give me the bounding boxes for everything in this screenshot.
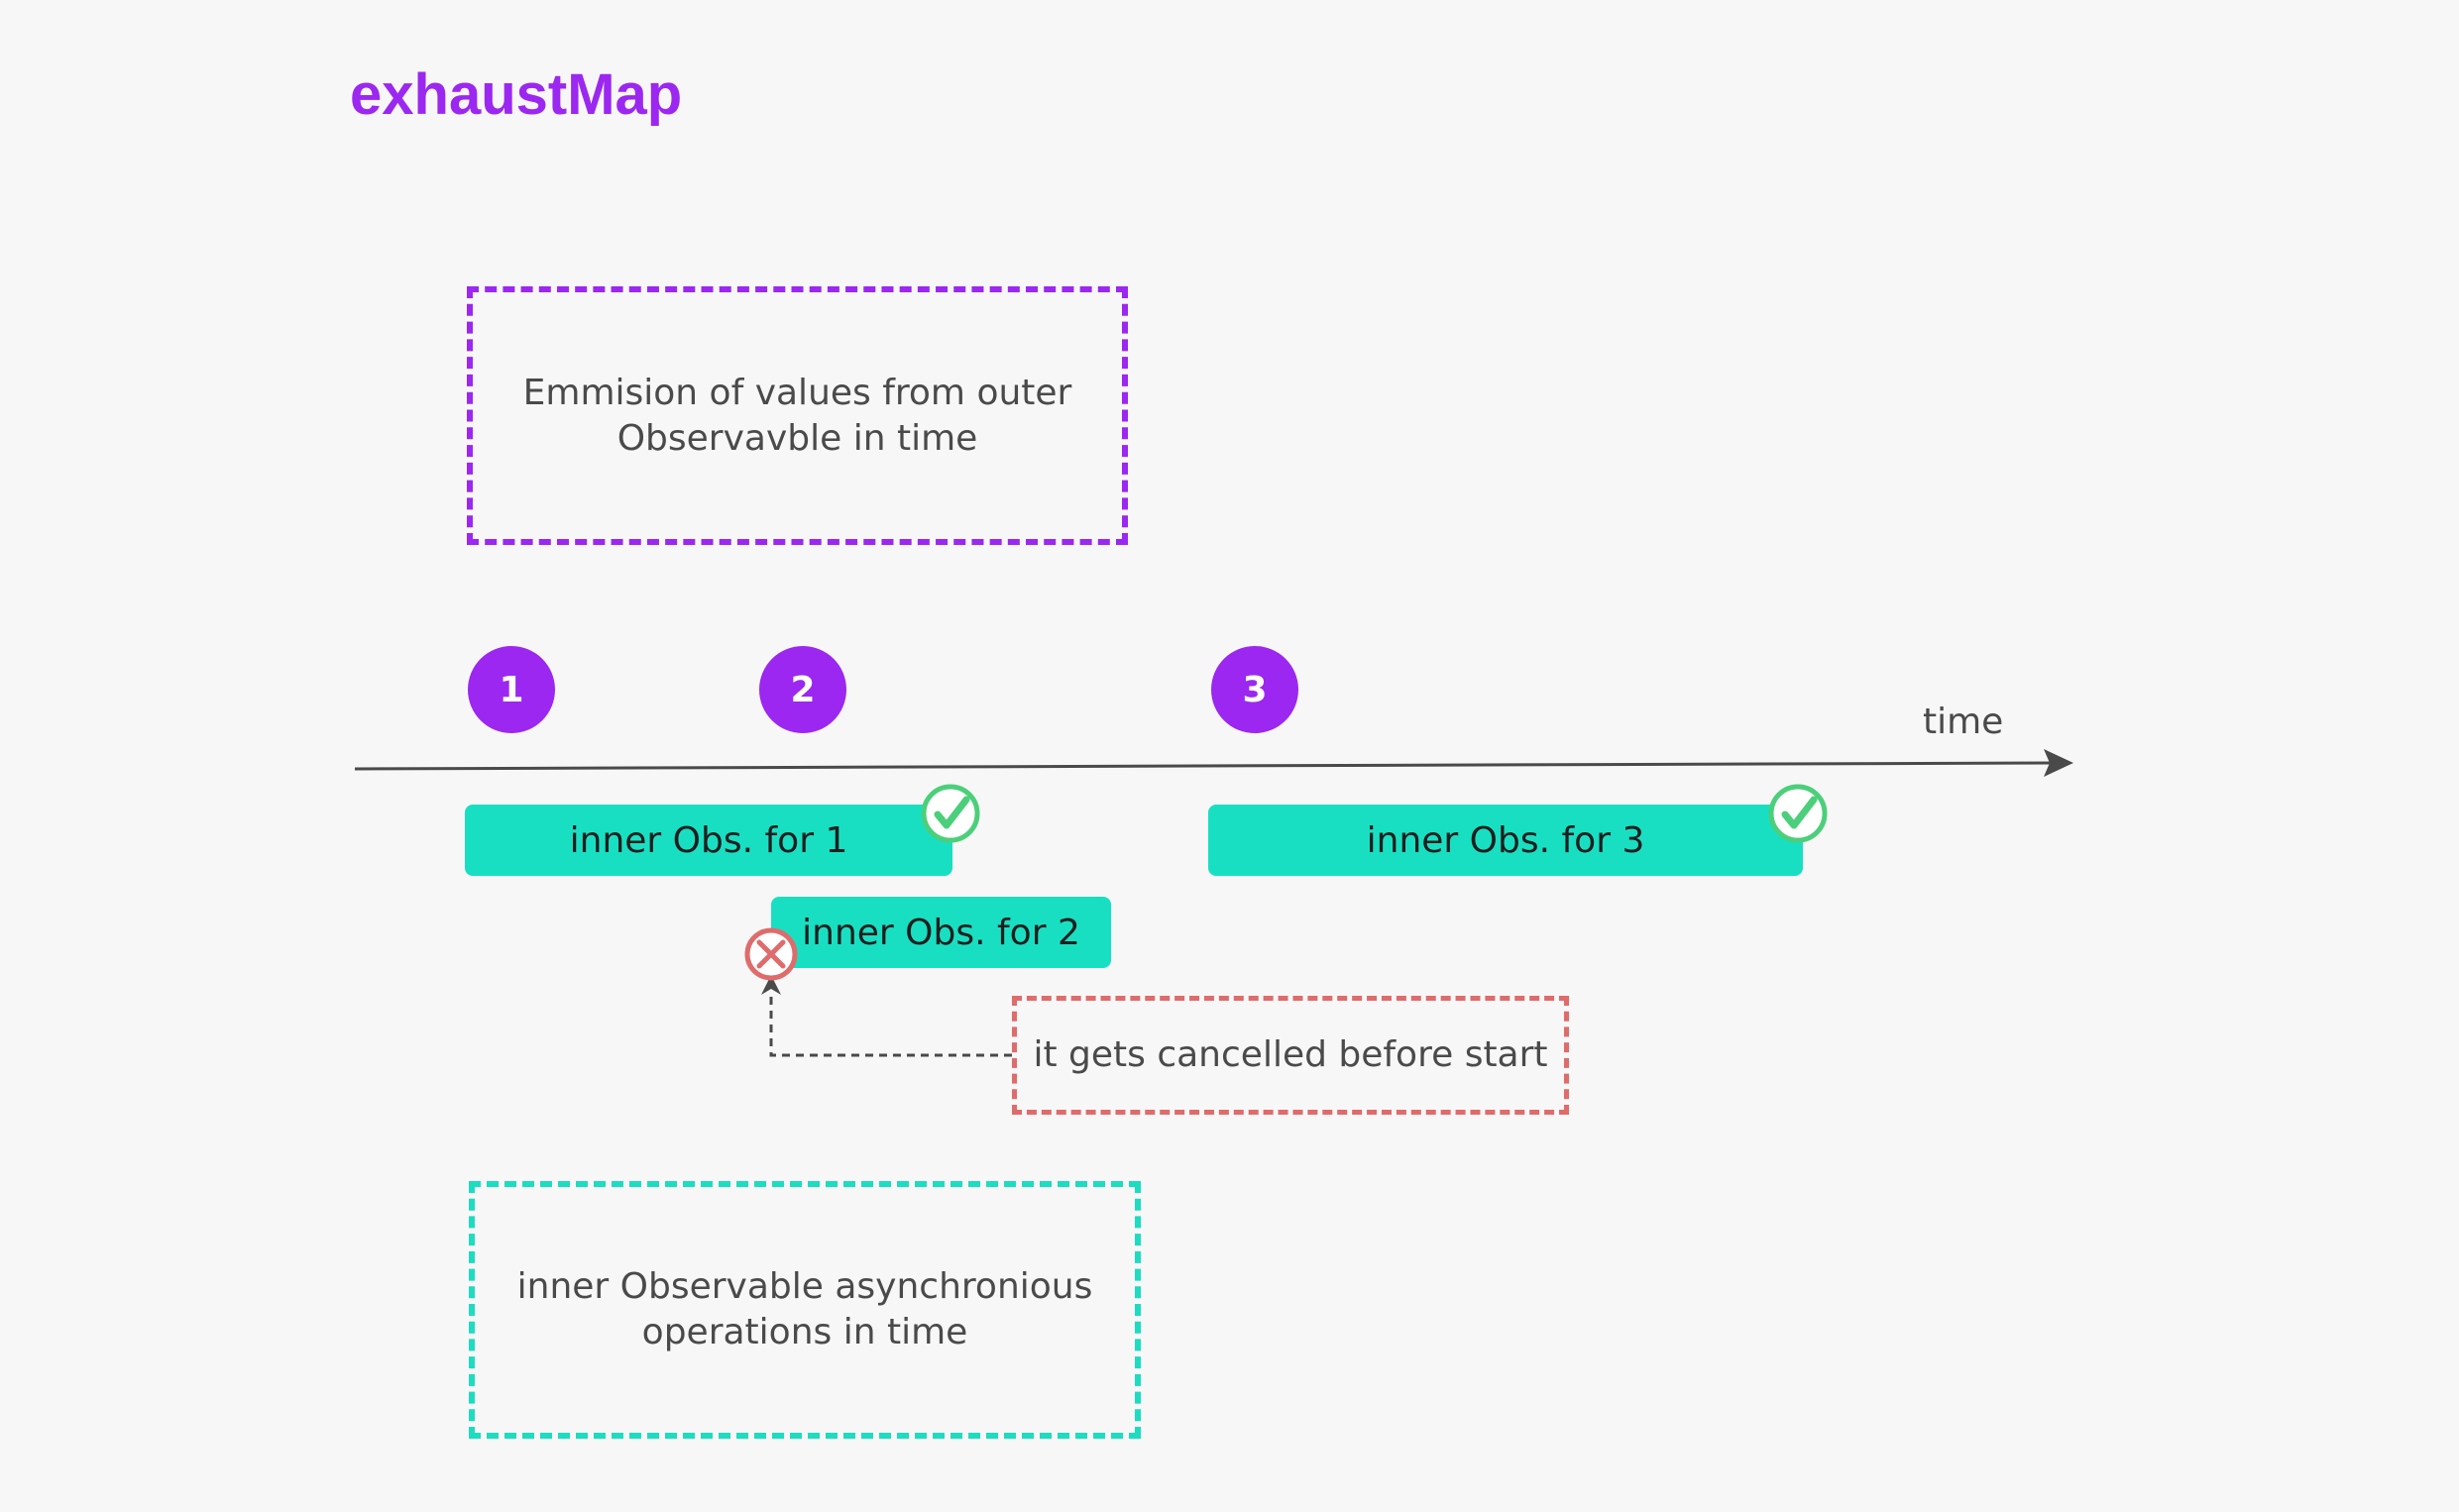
cancel-note-box: it gets cancelled before start	[1012, 996, 1569, 1115]
timeline-arrow	[354, 749, 2073, 777]
inner-box-line-1: inner Observable asynchronious	[516, 1266, 1093, 1307]
emission-marker-1: 1	[468, 646, 555, 733]
inner-observable-bar-1: inner Obs. for 1	[465, 805, 952, 876]
diagram-title: exhaustMap	[350, 62, 683, 127]
cancel-note-text: it gets cancelled before start	[1033, 1034, 1548, 1075]
inner-observable-bar-2: inner Obs. for 2	[771, 897, 1111, 968]
outer-box-line-2: Observavble in time	[616, 417, 978, 459]
inner-observable-bar-3: inner Obs. for 3	[1208, 805, 1803, 876]
inner-box-line-2: operations in time	[641, 1312, 968, 1352]
timeline-label: time	[1923, 702, 2004, 742]
emission-marker-3: 3	[1211, 646, 1298, 733]
emission-marker-2: 2	[759, 646, 846, 733]
outer-emission-description-box: Emmision of values from outer Observavbl…	[467, 286, 1128, 545]
cancel-connector-arrow	[761, 975, 1012, 1057]
outer-box-line-1: Emmision of values from outer	[522, 372, 1072, 413]
inner-operations-description-box: inner Observable asynchronious operation…	[469, 1181, 1141, 1439]
